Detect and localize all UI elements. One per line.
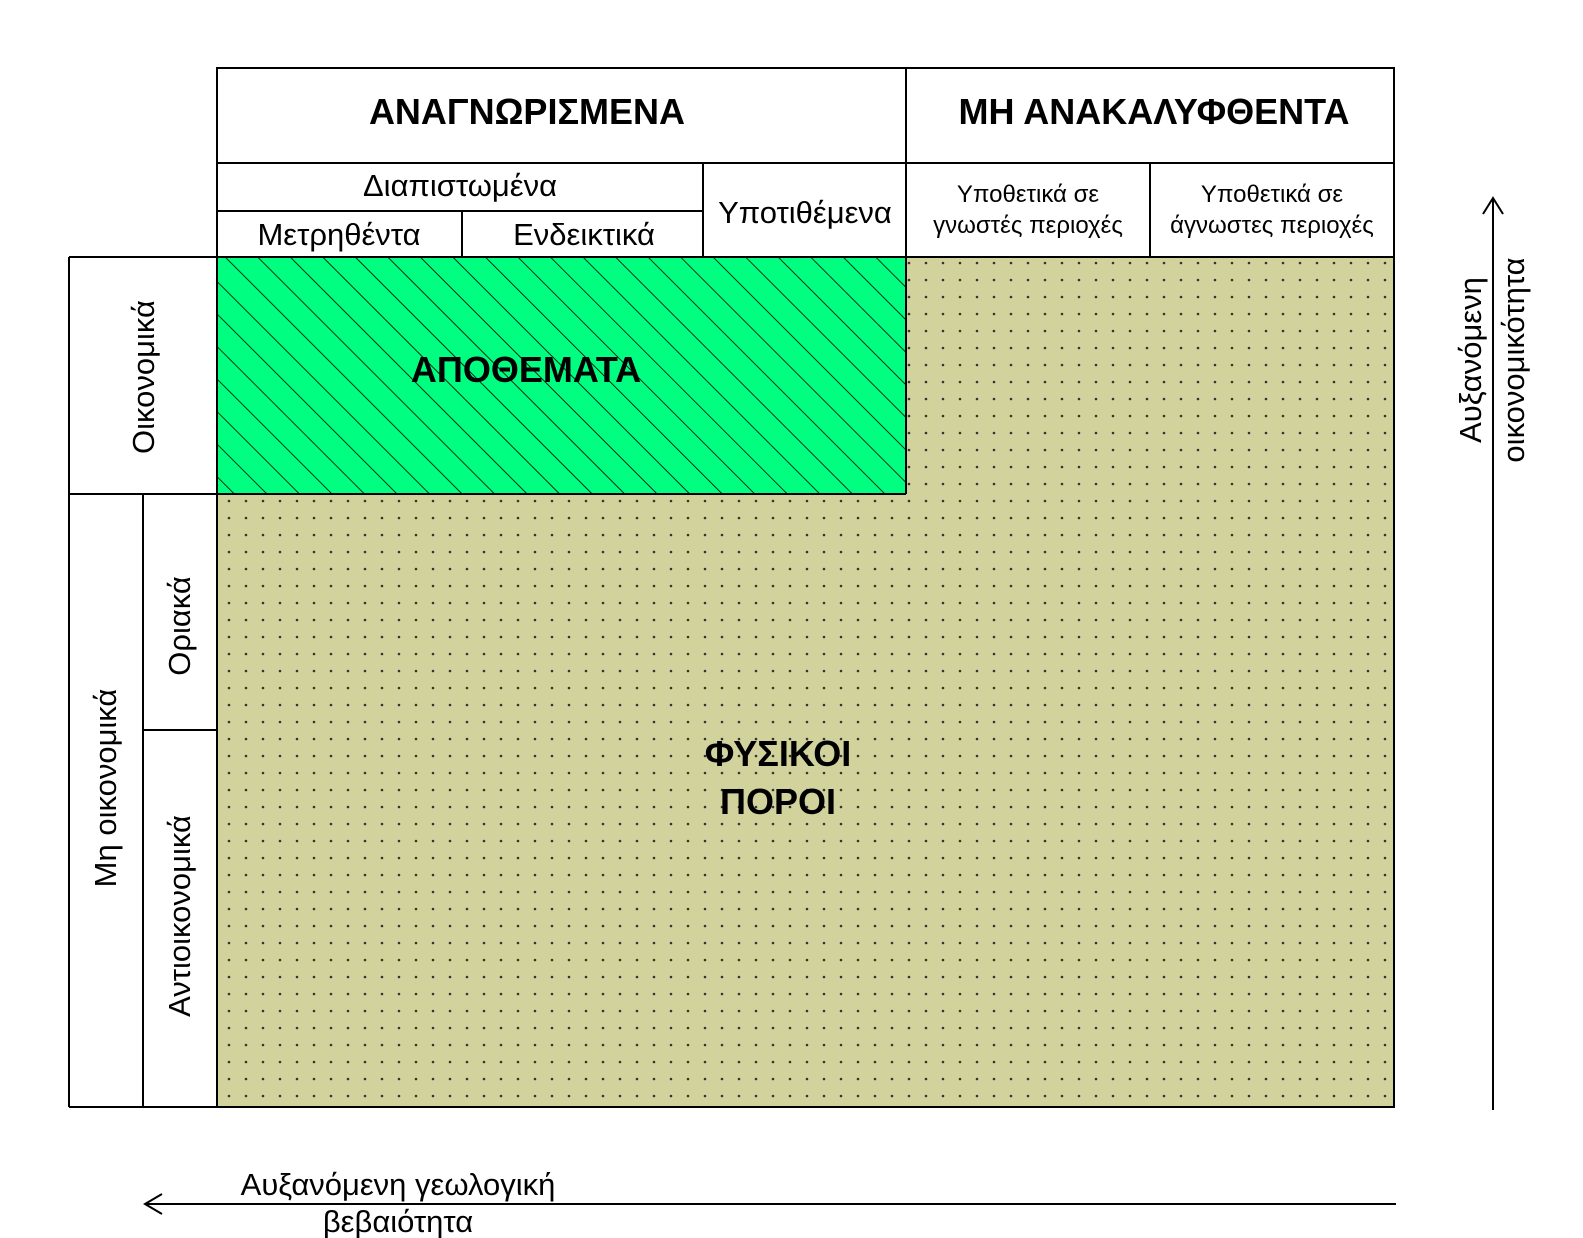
identified-header: ΑΝΑΓΝΩΡΙΣΜΕΝΑ (369, 91, 685, 132)
hypothetical-known-line2: γνωστές περιοχές (933, 212, 1123, 239)
arrow-up-icon (1482, 196, 1504, 215)
geologic-certainty-arrow (143, 1193, 1396, 1215)
hypothetical-unknown-line2: άγνωστες περιοχές (1170, 212, 1374, 239)
economic-axis-label-line2: οικονομικότητα (1496, 257, 1531, 462)
measured-header: Μετρηθέντα (257, 217, 420, 252)
subeconomic-row-label: Αντιοικονομικά (162, 815, 197, 1017)
geologic-axis-label-line2: βεβαιότητα (323, 1204, 473, 1238)
inferred-header: Υποτιθέμενα (718, 195, 892, 230)
economic-feasibility-arrow (1482, 196, 1504, 1110)
resources-label-line2: ΠΟΡΟΙ (720, 781, 836, 822)
hypothetical-known-line1: Υποθετικά σε (957, 181, 1099, 208)
reserves-hatch (217, 257, 907, 494)
arrow-left-icon (143, 1193, 163, 1215)
reserves-label: ΑΠΟΘΕΜΑΤΑ (411, 349, 641, 390)
marginal-row-label: Οριακά (162, 576, 197, 676)
grid-lines (68, 67, 1395, 1108)
main-frame (216, 67, 1395, 1108)
hypothetical-unknown-line1: Υποθετικά σε (1201, 181, 1343, 208)
economic-row-label: Οικονομικά (126, 300, 161, 454)
economic-axis-label-line1: Αυξανόμενη (1453, 277, 1488, 443)
indicated-header: Ενδεικτικά (513, 217, 655, 252)
geologic-axis-label-line1: Αυξανόμενη γεωλογική (241, 1167, 556, 1202)
resources-label-line1: ΦΥΣΙΚΟΙ (705, 733, 852, 774)
non-economic-row-label: Μη οικονομικά (88, 689, 123, 888)
demonstrated-header: Διαπιστωμένα (363, 168, 557, 203)
undiscovered-header: ΜΗ ΑΝΑΚΑΛΥΦΘΕΝΤΑ (959, 91, 1350, 132)
